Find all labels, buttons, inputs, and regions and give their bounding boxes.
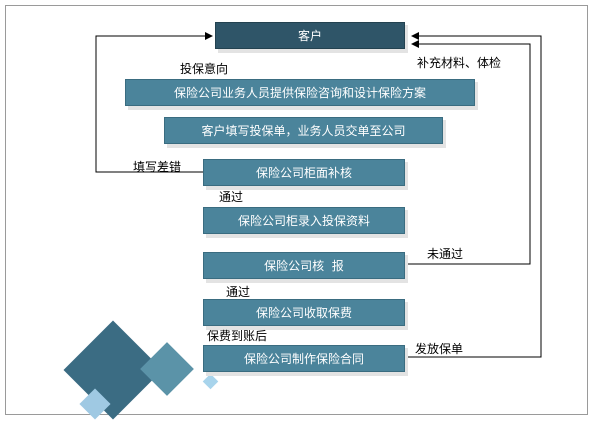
- node-collect-premium-label: 保险公司收取保费: [255, 306, 352, 320]
- edge-issue-policy: [405, 32, 542, 358]
- label-issue-policy: 发放保单: [415, 342, 464, 356]
- node-consult: 保险公司业务人员提供保险咨询和设计保险方案: [125, 79, 475, 106]
- label-premium-received: 保费到账后: [207, 329, 268, 343]
- node-issue-contract: 保险公司制作保险合同: [203, 345, 405, 372]
- label-pass-1: 通过: [219, 190, 244, 204]
- node-customer: 客户: [215, 22, 405, 49]
- label-intent: 投保意向: [180, 62, 229, 76]
- node-counter-review: 保险公司柜面补核: [203, 159, 405, 186]
- edge-fill-error: [95, 32, 213, 173]
- node-underwriting: 保险公司核 报: [203, 252, 405, 279]
- node-collect-premium: 保险公司收取保费: [203, 299, 405, 326]
- node-customer-label: 客户: [297, 29, 322, 43]
- node-data-entry: 保险公司柜录入投保资料: [203, 207, 405, 234]
- node-fill-form-label: 客户填写投保单，业务人员交单至公司: [201, 124, 406, 138]
- node-fill-form: 客户填写投保单，业务人员交单至公司: [164, 117, 443, 144]
- node-issue-contract-label: 保险公司制作保险合同: [243, 352, 364, 366]
- label-supplement: 补充材料、体检: [417, 56, 502, 70]
- node-data-entry-label: 保险公司柜录入投保资料: [237, 214, 370, 228]
- node-consult-label: 保险公司业务人员提供保险咨询和设计保险方案: [173, 86, 426, 100]
- node-counter-review-label: 保险公司柜面补核: [255, 166, 352, 180]
- label-pass-2: 通过: [226, 285, 251, 299]
- edge-not-pass: [405, 40, 531, 265]
- label-fill-error: 填写差错: [133, 160, 182, 174]
- node-underwriting-label: 保险公司核 报: [264, 259, 344, 273]
- label-not-pass: 未通过: [427, 247, 464, 261]
